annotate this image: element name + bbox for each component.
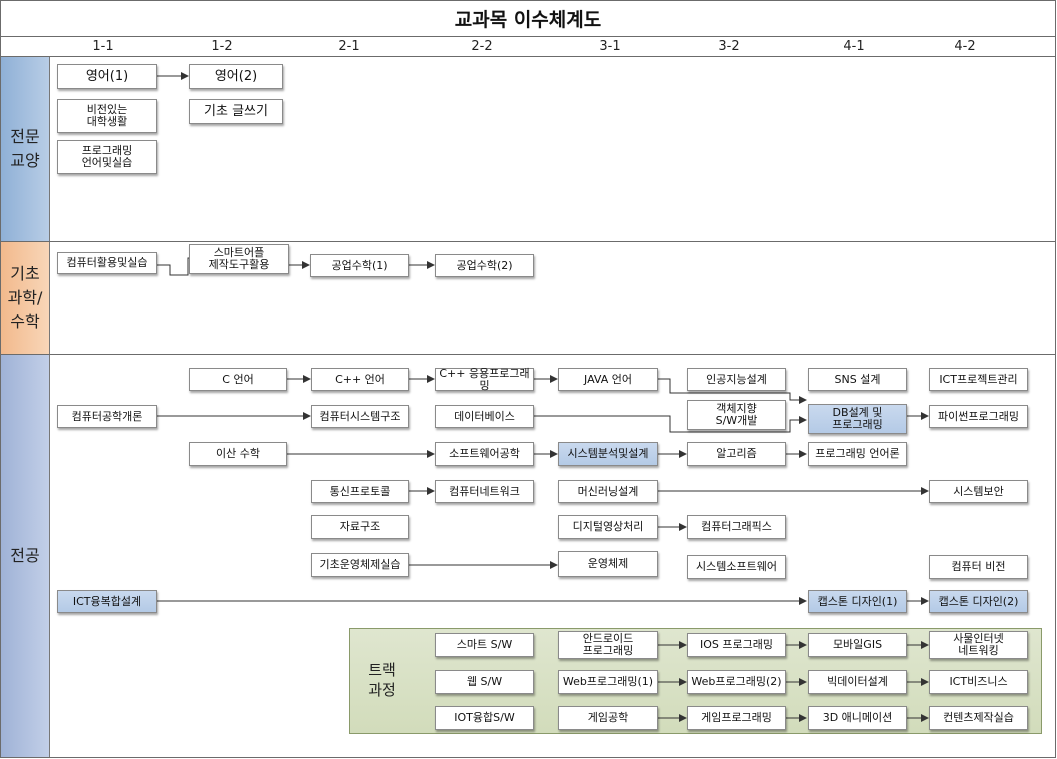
course-android-programming: 안드로이드 프로그래밍 [558, 631, 658, 659]
course-content-production-lab: 컨텐츠제작실습 [929, 706, 1028, 730]
semester-1-2: 1-2 [211, 39, 233, 54]
course-programming-language-lab: 프로그래밍 언어및실습 [57, 140, 157, 174]
category-basic-science-math: 기초 과학/ 수학 [1, 242, 50, 354]
category-general-education: 전문 교양 [1, 57, 50, 241]
course-english-1: 영어(1) [57, 64, 157, 89]
course-python-programming: 파이썬프로그래밍 [929, 405, 1028, 428]
course-capstone-design-2: 캡스톤 디자인(2) [929, 590, 1028, 613]
course-communication-protocol: 통신프로토콜 [311, 480, 409, 503]
semester-3-2: 3-2 [718, 39, 740, 54]
course-mobile-gis: 모바일GIS [808, 633, 907, 657]
course-database: 데이터베이스 [435, 405, 534, 428]
course-computer-use-lab: 컴퓨터활용및실습 [57, 252, 157, 274]
category-label: 전문 교양 [10, 127, 40, 170]
course-software-engineering: 소프트웨어공학 [435, 442, 534, 466]
category-label: 전공 [10, 546, 40, 565]
course-web-programming-2: Web프로그래밍(2) [687, 670, 786, 694]
course-web-sw: 웹 S/W [435, 670, 534, 694]
course-smart-sw: 스마트 S/W [435, 633, 534, 657]
course-english-2: 영어(2) [189, 64, 283, 89]
course-big-data-design: 빅데이터설계 [808, 670, 907, 694]
category-label: 기초 과학/ 수학 [7, 264, 43, 331]
course-vision-college-life: 비전있는 대학생활 [57, 99, 157, 133]
course-game-engineering: 게임공학 [558, 706, 658, 730]
course-game-programming: 게임프로그래밍 [687, 706, 786, 730]
course-algorithms: 알고리즘 [687, 442, 786, 466]
course-digital-image-processing: 디지털영상처리 [558, 515, 658, 539]
course-computer-system-architecture: 컴퓨터시스템구조 [311, 405, 409, 428]
course-programming-language-theory: 프로그래밍 언어론 [808, 442, 907, 466]
semester-1-1: 1-1 [92, 39, 114, 54]
course-system-software: 시스템소프트웨어 [687, 555, 786, 579]
course-sns-design: SNS 설계 [808, 368, 907, 391]
course-basic-os-lab: 기초운영체제실습 [311, 553, 409, 577]
course-web-programming-1: Web프로그래밍(1) [558, 670, 658, 694]
arrow [658, 378, 807, 404]
semester-2-1: 2-1 [338, 39, 360, 54]
course-operating-systems: 운영체제 [558, 551, 658, 577]
course-system-analysis-design: 시스템분석및설계 [558, 442, 658, 466]
course-basic-writing: 기초 글쓰기 [189, 99, 283, 124]
course-engineering-math-2: 공업수학(2) [435, 254, 534, 277]
course-cpp-application: C++ 응용프로그래밍 [435, 367, 534, 391]
course-intro-computer-engineering: 컴퓨터공학개론 [57, 405, 157, 428]
course-db-design-programming: DB설계 및 프로그래밍 [808, 404, 907, 434]
course-engineering-math-1: 공업수학(1) [310, 254, 409, 277]
course-ict-project-management: ICT프로젝트관리 [929, 368, 1028, 391]
semester-divider [0, 56, 1056, 57]
course-iot-networking: 사물인터넷 네트워킹 [929, 631, 1028, 659]
course-ict-convergence-design: ICT융복합설계 [57, 590, 157, 613]
course-computer-graphics: 컴퓨터그래픽스 [687, 515, 786, 539]
track-label: 트랙 과정 [368, 661, 396, 699]
course-ai-design: 인공지능설계 [687, 368, 786, 391]
course-machine-learning-design: 머신러닝설계 [558, 480, 658, 503]
semester-4-1: 4-1 [843, 39, 865, 54]
row-divider-1 [0, 241, 1056, 242]
arrow [534, 415, 807, 433]
course-iot-convergence-sw: IOT융합S/W [435, 706, 534, 730]
course-cpp-language: C++ 언어 [311, 368, 409, 391]
page-title: 교과목 이수체계도 [0, 0, 1056, 37]
semester-4-2: 4-2 [954, 39, 976, 54]
course-computer-vision: 컴퓨터 비전 [929, 555, 1028, 579]
course-capstone-design-1: 캡스톤 디자인(1) [808, 590, 907, 613]
category-major: 전공 [1, 355, 50, 757]
row-divider-2 [0, 354, 1056, 355]
semester-3-1: 3-1 [599, 39, 621, 54]
course-3d-animation: 3D 애니메이션 [808, 706, 907, 730]
semester-2-2: 2-2 [471, 39, 493, 54]
course-ios-programming: IOS 프로그래밍 [687, 633, 786, 657]
course-oop-sw-development: 객체지향 S/W개발 [687, 400, 786, 430]
course-data-structures: 자료구조 [311, 515, 409, 539]
course-java-language: JAVA 언어 [558, 368, 658, 391]
course-c-language: C 언어 [189, 368, 287, 391]
course-discrete-math: 이산 수학 [189, 442, 287, 466]
course-smart-app-tools: 스마트어플 제작도구활용 [189, 244, 289, 274]
course-system-security: 시스템보안 [929, 480, 1028, 503]
course-computer-network: 컴퓨터네트워크 [435, 480, 534, 503]
course-ict-business: ICT비즈니스 [929, 670, 1028, 694]
